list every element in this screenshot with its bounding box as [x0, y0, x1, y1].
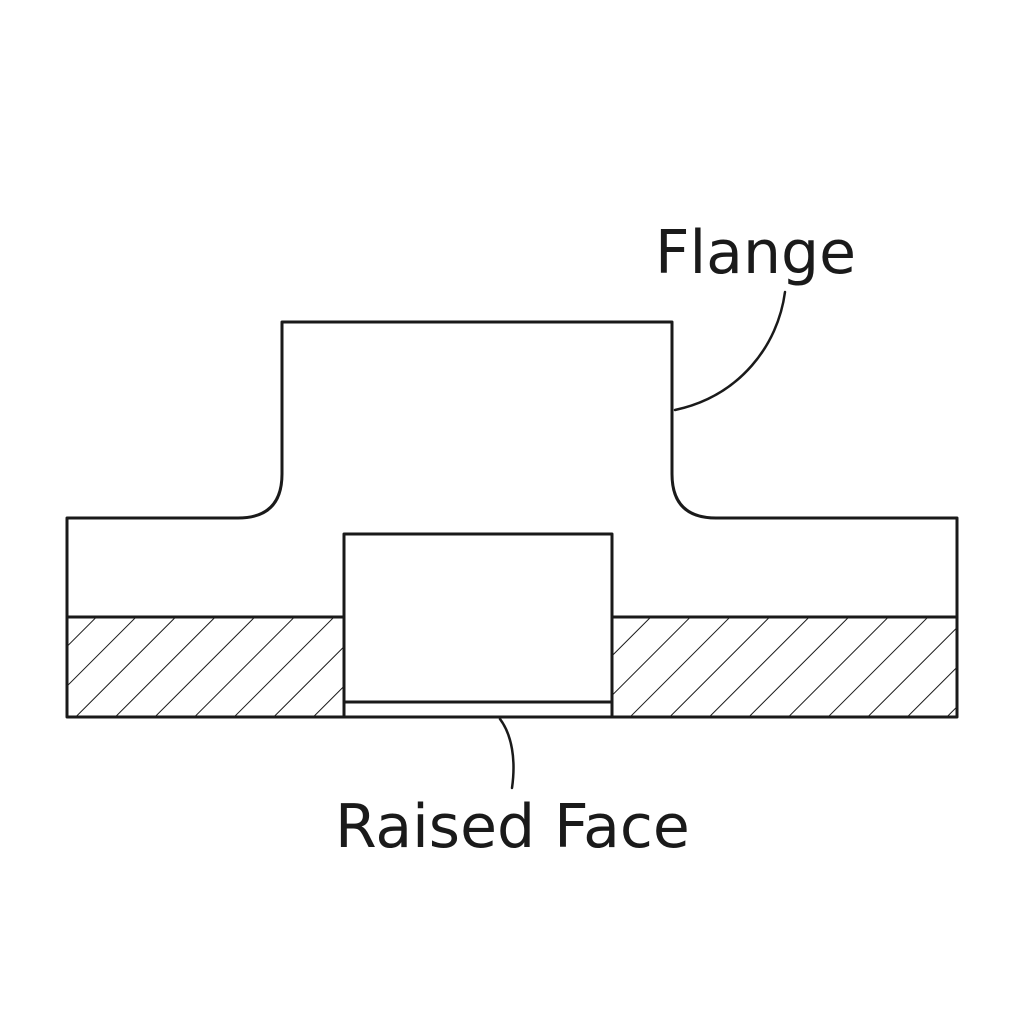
flange-outline [65, 320, 959, 719]
raised-face-leader-line [498, 717, 515, 790]
center-bore [342, 532, 614, 719]
flange-leader-line [673, 290, 787, 412]
flange-label: Flange [655, 218, 856, 288]
raised-face-label: Raised Face [335, 792, 690, 862]
right-hatched-section [612, 617, 957, 717]
left-hatched-section [67, 617, 344, 717]
